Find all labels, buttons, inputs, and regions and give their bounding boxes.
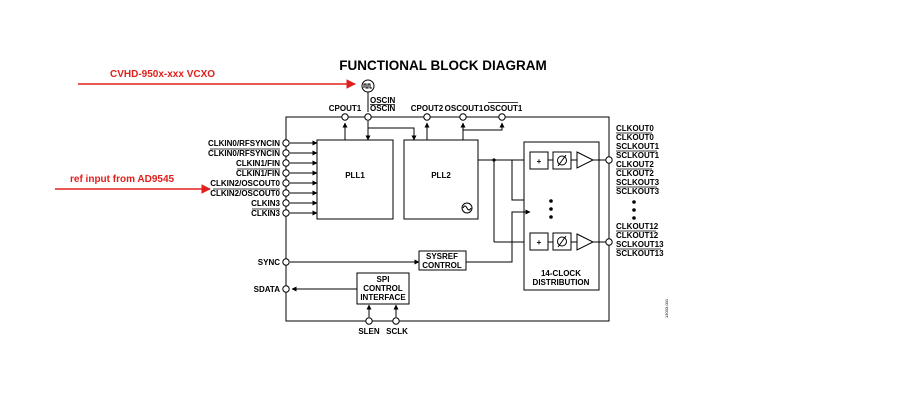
input-label-4: CLKIN2/OSCOUT0 <box>210 179 280 188</box>
output-label-12-bar: CLKOUT12 <box>616 231 659 240</box>
pll1-block <box>316 139 394 220</box>
distribution-label-2: DISTRIBUTION <box>533 278 590 287</box>
slen-label: SLEN <box>358 327 380 336</box>
output-label-6: SCLKOUT3 <box>616 178 660 187</box>
sysref-label-1: SYSREF <box>426 252 458 261</box>
cpout2-label: CPOUT2 <box>411 104 444 113</box>
input-pin-3 <box>282 169 290 177</box>
output-label-13-bar: SCLKOUT13 <box>616 249 664 258</box>
output-pin-lower <box>605 238 613 246</box>
output-label-3: SCLKOUT1 <box>616 151 660 160</box>
output-label-13: SCLKOUT13 <box>616 240 664 249</box>
oscout1-bar-label: OSCOUT1 <box>484 104 523 113</box>
pll2-label: PLL2 <box>431 171 451 180</box>
output-label-5: CLKOUT2 <box>616 169 654 178</box>
output-label-2: SCLKOUT1 <box>616 142 660 151</box>
input-label-3: CLKIN1/FIN <box>236 169 280 178</box>
spi-label-3: INTERFACE <box>360 293 406 302</box>
sysref-label-2: CONTROL <box>422 261 462 270</box>
input-pin-1 <box>282 149 290 157</box>
sync-label: SYNC <box>258 258 280 267</box>
input-pins: CLKIN0/RFSYNCIN CLKIN0/RFSYNCIN CLKIN1/F… <box>208 139 318 218</box>
cpout2-pin <box>423 113 431 121</box>
input-pin-4 <box>282 179 290 187</box>
spi-label-2: CONTROL <box>363 284 403 293</box>
spi-interface-block <box>356 272 410 305</box>
diagram-title: FUNCTIONAL BLOCK DIAGRAM <box>339 58 546 73</box>
vcxo-annotation: CVHD-950x-xxx VCXO <box>110 69 215 80</box>
cpout1-label: CPOUT1 <box>329 104 362 113</box>
cpout1-pin <box>341 113 349 121</box>
buffer-lower <box>576 233 595 251</box>
input-label-7: CLKIN3 <box>251 209 280 218</box>
distribution-label-1: 14-CLOCK <box>541 269 581 278</box>
ref-input-annotation: ref input from AD9545 <box>70 174 175 185</box>
spi-label-1: SPI <box>377 275 390 284</box>
output-pin-upper <box>605 156 613 164</box>
input-label-2: CLKIN1/FIN <box>236 159 280 168</box>
sdata-label: SDATA <box>254 285 281 294</box>
output-labels-bottom: CLKOUT12 CLKOUT12 SCLKOUT13 SCLKOUT13 <box>616 222 664 258</box>
input-label-0: CLKIN0/RFSYNCIN <box>208 139 280 148</box>
output-label-4: CLKOUT2 <box>616 160 654 169</box>
input-label-6: CLKIN3 <box>251 199 280 208</box>
adder-upper-symbol: + <box>537 157 542 166</box>
pll1-label: PLL1 <box>345 171 365 180</box>
input-pin-7 <box>282 209 290 217</box>
chip-outline <box>285 116 610 322</box>
oscout1-bar-pin <box>498 113 506 121</box>
output-label-7: SCLKOUT3 <box>616 187 660 196</box>
input-pin-5 <box>282 189 290 197</box>
oscin-bar-label: OSCIN <box>370 104 396 113</box>
oscin-label: OSCIN <box>370 96 396 105</box>
input-pin-6 <box>282 199 290 207</box>
sdata-pin <box>282 285 290 293</box>
slen-pin <box>365 317 373 325</box>
output-label-0: CLKOUT0 <box>616 124 654 133</box>
input-pin-0 <box>282 139 290 147</box>
input-label-5: CLKIN2/OSCOUT0 <box>210 189 280 198</box>
output-label-12: CLKOUT12 <box>616 222 659 231</box>
sclk-label: SCLK <box>386 327 408 336</box>
oscout1-label: OSCOUT1 <box>445 104 484 113</box>
input-pin-2 <box>282 159 290 167</box>
oscin-pin <box>364 113 372 121</box>
adder-lower-symbol: + <box>537 238 542 247</box>
sclk-pin <box>392 317 400 325</box>
oscout1-pin <box>459 113 467 121</box>
figure-code: 13033-001 <box>664 298 669 318</box>
buffer-upper <box>576 151 595 169</box>
output-label-1: CLKOUT0 <box>616 133 654 142</box>
sync-pin <box>282 258 290 266</box>
output-labels-top: CLKOUT0 CLKOUT0 SCLKOUT1 SCLKOUT1 CLKOUT… <box>616 124 660 196</box>
input-label-1: CLKIN0/RFSYNCIN <box>208 149 280 158</box>
